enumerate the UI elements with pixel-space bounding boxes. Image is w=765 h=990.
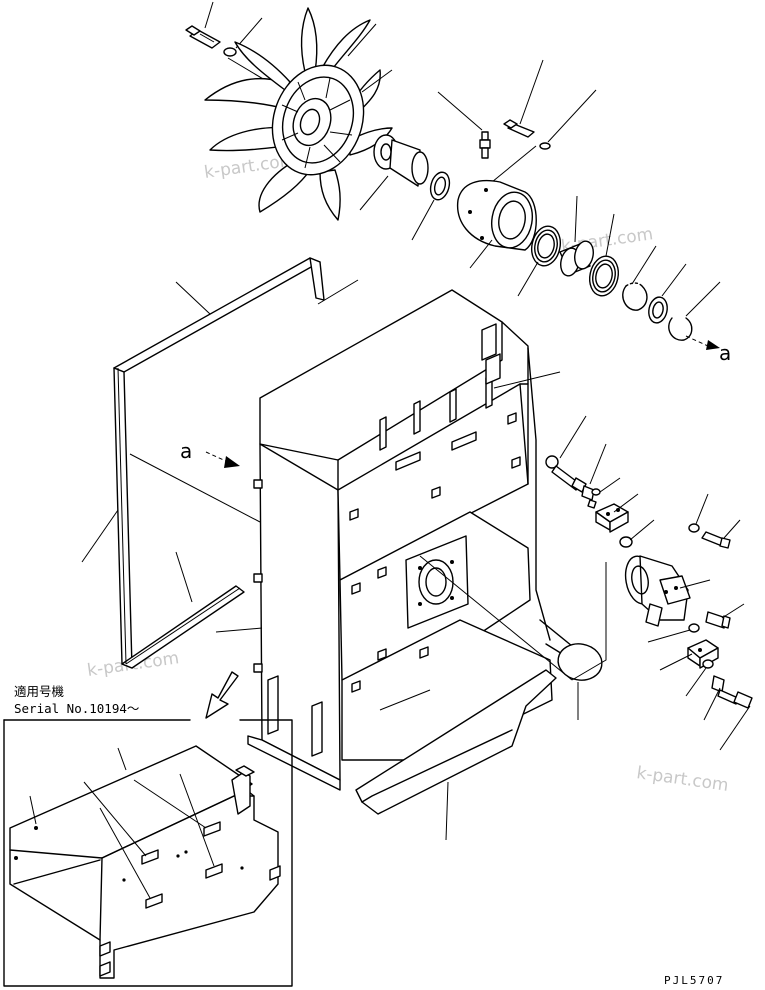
leader-line: [204, 1, 214, 29]
leader-line: [83, 781, 147, 857]
leader-line: [685, 667, 707, 697]
leader-line: [235, 17, 263, 49]
leader-line: [361, 69, 393, 93]
connector: [705, 611, 731, 629]
leader-line: [411, 199, 435, 241]
leader-line: [419, 555, 573, 681]
leader-line: [659, 653, 693, 671]
bearing: [530, 225, 562, 267]
fan-spacer-shaft: [373, 134, 429, 187]
leader-line: [469, 239, 493, 269]
snap-ring: [668, 317, 693, 341]
view-arrow-a: [685, 335, 720, 350]
housing-bolt: [503, 119, 535, 138]
leader-line: [661, 263, 687, 297]
leader-line: [574, 195, 578, 243]
serial-heading: 適用号機: [14, 684, 65, 699]
snap-ring: [622, 282, 648, 311]
top-washer: [223, 47, 237, 57]
grease-nipple: [479, 131, 491, 159]
leader-line: [493, 371, 561, 389]
leader-line: [559, 415, 587, 459]
leader-line: [379, 689, 431, 711]
elbow-fitting: [581, 485, 597, 509]
motor-bolt: [701, 531, 731, 549]
pipe-block: [687, 639, 719, 669]
o-ring: [688, 623, 700, 633]
leader-line: [117, 747, 127, 771]
detail-arrow: [205, 671, 239, 719]
leader-line: [347, 23, 377, 57]
leader-line: [647, 629, 691, 643]
leader-line: [81, 509, 119, 563]
leader-line: [589, 443, 607, 485]
leader-line: [695, 493, 709, 525]
leader-line: [613, 493, 639, 513]
top-bolt: [185, 25, 221, 49]
leader-line: [679, 579, 711, 589]
leader-line: [629, 519, 655, 541]
o-ring: [619, 536, 633, 548]
leader-line: [605, 213, 615, 257]
leader-line: [29, 795, 37, 825]
housing-washer: [539, 142, 551, 150]
leader-line: [175, 281, 211, 315]
bearing: [588, 255, 620, 297]
leader-line: [599, 477, 621, 493]
leader-line: [517, 261, 539, 297]
leader-line: [703, 687, 721, 721]
leader-line: [133, 779, 207, 829]
leader-line: [179, 773, 215, 867]
leader-line: [437, 91, 483, 131]
cooling-fan: [204, 7, 393, 221]
leader-line: [317, 279, 359, 305]
motor-washer: [688, 523, 700, 533]
hose-elbow: [711, 675, 753, 709]
hose-fitting: [545, 455, 587, 493]
leader-line: [129, 453, 261, 523]
lower-seal-strip: [355, 669, 557, 815]
leader-line: [175, 551, 193, 603]
view-marker-a: a: [180, 439, 192, 463]
leader-line: [721, 603, 745, 619]
leader-line: [215, 627, 263, 633]
leader-line: [491, 145, 537, 183]
leader-line: [631, 245, 657, 285]
bearing-housing: [456, 179, 537, 251]
pipe-block: [595, 503, 629, 533]
watermark: k-part.com: [635, 763, 729, 796]
leader-line: [359, 175, 389, 211]
leader-line: [519, 59, 544, 125]
spacer-sleeve: [559, 240, 594, 277]
o-ring: [702, 659, 714, 669]
cover-plate: [557, 643, 603, 681]
leader-line: [571, 562, 607, 681]
serial-number: Serial No.10194～: [14, 701, 139, 716]
leader-line: [719, 705, 751, 751]
radiator-seal-frame: [113, 257, 325, 669]
oil-seal: [648, 296, 668, 324]
seal-ring: [429, 171, 451, 201]
leader-line: [685, 281, 721, 317]
drawing-code: PJL5707: [664, 974, 724, 987]
leader-line: [547, 89, 597, 143]
view-arrow-a: [205, 451, 240, 468]
o-ring: [591, 488, 601, 496]
view-marker-a: a: [719, 341, 731, 365]
radiator-shroud: [247, 289, 573, 791]
leader-line: [445, 781, 449, 841]
detail-shroud: [9, 745, 281, 979]
leader-line: [99, 807, 151, 899]
leader-line: [723, 519, 741, 539]
detail-inset-frame: [3, 719, 293, 987]
fan-motor: [624, 555, 691, 627]
